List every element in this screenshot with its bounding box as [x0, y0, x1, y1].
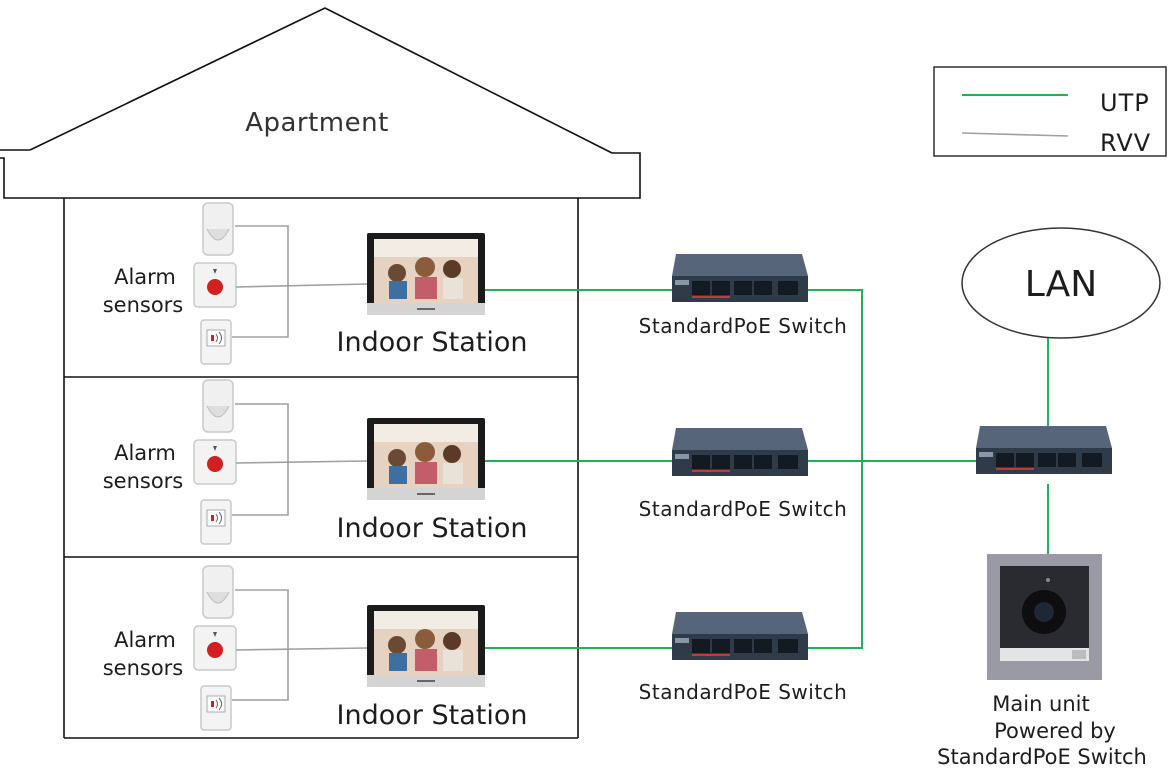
indoor-station-icon: [367, 418, 485, 500]
poe-switch-icon: [976, 426, 1112, 474]
switch-label: StandardPoE Switch: [639, 314, 848, 338]
panic-button-icon: [193, 625, 237, 671]
poe-switch-icon: [672, 612, 808, 660]
card-reader-icon: [200, 685, 232, 731]
lan-label: LAN: [1025, 264, 1097, 305]
legend-rvv-label: RVV: [1100, 129, 1151, 157]
motion-detector-icon: [202, 202, 234, 256]
utp-cabling: [485, 289, 1049, 649]
sensors-label: sensors: [103, 656, 184, 680]
indoor-station-icon: [367, 605, 485, 687]
panic-button-icon: [193, 439, 237, 485]
indoor-station-icon: [367, 233, 485, 315]
main-unit-power-source: StandardPoE Switch: [937, 745, 1147, 769]
floor-3: Alarm sensors Indoor Station: [103, 565, 528, 731]
main-unit-label: Main unit: [992, 692, 1090, 716]
indoor-station-label: Indoor Station: [337, 327, 528, 358]
motion-detector-icon: [202, 565, 234, 619]
sensors-label: sensors: [103, 293, 184, 317]
door-station-icon: [987, 554, 1102, 680]
lan-ellipse: [961, 227, 1161, 339]
legend: UTP RVV: [933, 66, 1167, 157]
apartment-roof: [0, 7, 641, 199]
legend-rvv-line: [961, 132, 1069, 137]
main-unit-power-label: Powered by: [994, 719, 1116, 743]
sensors-label: Alarm: [114, 628, 176, 652]
motion-detector-icon: [202, 379, 234, 433]
legend-utp-label: UTP: [1100, 89, 1150, 117]
indoor-station-label: Indoor Station: [337, 513, 528, 544]
floor-2: Alarm sensors Indoor Station: [103, 379, 528, 545]
panic-button-icon: [193, 262, 237, 308]
floor-1: Alarm sensors Indoor Station: [103, 202, 528, 365]
switch-label: StandardPoE Switch: [639, 680, 848, 704]
card-reader-icon: [200, 319, 232, 365]
poe-switch-icon: [672, 428, 808, 476]
sensors-label: Alarm: [114, 265, 176, 289]
sensors-label: sensors: [103, 469, 184, 493]
card-reader-icon: [200, 499, 232, 545]
poe-switch-icon: [672, 254, 808, 302]
sensors-label: Alarm: [114, 441, 176, 465]
indoor-station-label: Indoor Station: [337, 700, 528, 731]
apartment-title: Apartment: [245, 108, 389, 138]
switch-label: StandardPoE Switch: [639, 497, 848, 521]
